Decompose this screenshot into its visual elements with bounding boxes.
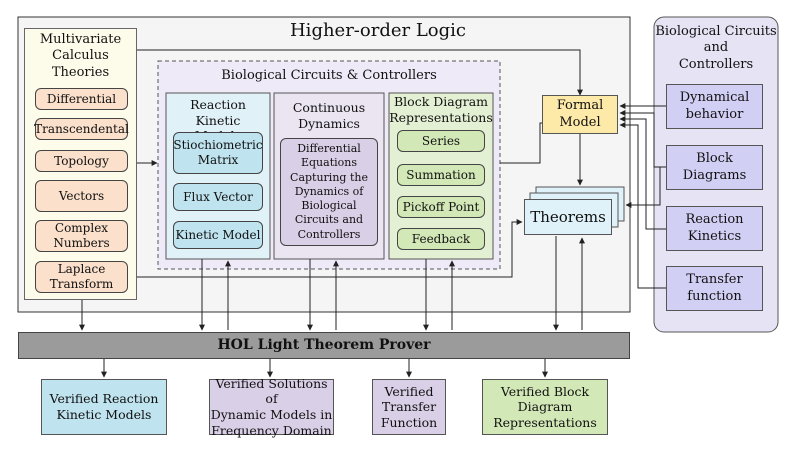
calculus-title: Multivariate Calculus Theories	[39, 32, 122, 80]
output-verified-reaction: Verified Reaction Kinetic Models	[41, 379, 167, 435]
calc-topology: Topology	[35, 150, 128, 172]
block-title: Block Diagram Representations	[389, 94, 493, 125]
output-verified-transfer: Verified Transfer Function	[372, 379, 446, 435]
arrow-transfer-to-formal	[619, 122, 666, 289]
hol-title: Higher-order Logic	[289, 20, 466, 41]
arrow-right-to-theorems	[625, 166, 666, 208]
reaction-flux-vector: Flux Vector	[173, 183, 263, 211]
output-verified-block: Verified Block Diagram Representations	[482, 379, 608, 435]
calc-vectors: Vectors	[35, 180, 128, 212]
calc-complex-numbers: Complex Numbers	[35, 220, 128, 252]
right-dynamical-behavior: Dynamical behavior	[666, 84, 763, 129]
right-panel-title: Biological Circuits and Controllers	[655, 24, 777, 72]
calc-transcendental: Transcendental	[34, 118, 129, 140]
hol-light-prover-bar: HOL Light Theorem Prover	[18, 332, 630, 359]
calc-differential: Differential	[35, 88, 128, 110]
wire-bio-to-formal	[500, 122, 542, 164]
calc-laplace-transform: Laplace Transform	[35, 261, 128, 293]
formal-model-box: Formal Model	[542, 95, 618, 134]
output-verified-solutions: Verified Solutions of Dynamic Models in …	[209, 375, 334, 438]
arrow-calculus-to-formal-model	[137, 49, 583, 96]
reaction-kinetic-model: Kinetic Model	[173, 221, 263, 249]
right-block-diagrams: Block Diagrams	[666, 145, 763, 190]
arrow-reaction-kinetics-to-formal	[619, 116, 666, 230]
right-reaction-kinetics: Reaction Kinetics	[666, 206, 763, 251]
continuous-differential-equations: Differential Equations Capturing the Dyn…	[280, 138, 378, 246]
bio-inner-title: Biological Circuits & Controllers	[221, 68, 437, 83]
reaction-stoichiometric-matrix: Stiochiometric Matrix	[173, 132, 263, 174]
continuous-title: Continuous Dynamics	[292, 100, 366, 131]
block-feedback: Feedback	[397, 228, 485, 250]
block-series: Series	[397, 130, 485, 152]
arrow-calculus-to-theorems	[137, 219, 523, 278]
block-pickoff-point: Pickoff Point	[397, 196, 485, 218]
right-transfer-function: Transfer function	[666, 266, 763, 311]
block-summation: Summation	[397, 164, 485, 186]
theorems-box: Theorems	[524, 199, 612, 235]
